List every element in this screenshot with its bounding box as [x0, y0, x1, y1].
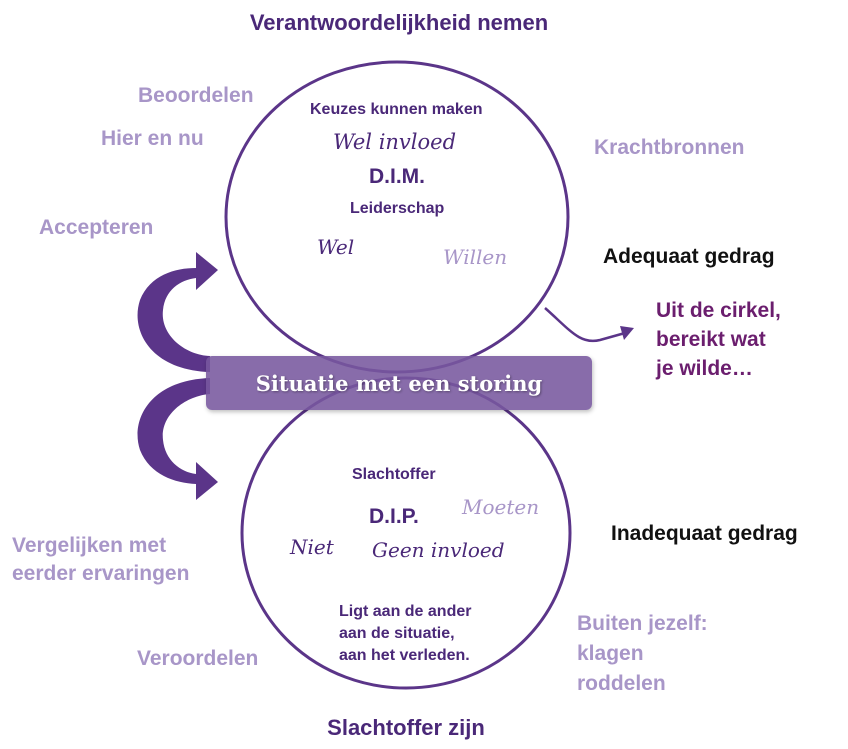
uit-de-cirkel-label: Uit de cirkel, bereikt wat je wilde… — [656, 296, 781, 383]
curved-arrow-up-icon — [137, 252, 218, 372]
buiten-jezelf-label: Buiten jezelf: klagen roddelen — [577, 609, 708, 699]
veroordelen-label: Veroordelen — [137, 647, 259, 670]
beoordelen-label: Beoordelen — [138, 84, 254, 107]
leiderschap-label: Leiderschap — [350, 200, 445, 217]
situatie-bar: Situatie met een storing — [206, 356, 592, 410]
buiten-line: Buiten jezelf: — [577, 612, 708, 635]
uit-line: Uit de cirkel, — [656, 299, 781, 322]
buiten-line: roddelen — [577, 672, 666, 695]
adequaat-label: Adequaat gedrag — [603, 245, 775, 268]
bottom-label: Slachtoffer zijn — [327, 715, 485, 740]
wel-label: Wel — [317, 235, 355, 259]
accepteren-label: Accepteren — [39, 216, 154, 239]
niet-label: Niet — [290, 535, 334, 559]
hier-en-nu-label: Hier en nu — [101, 127, 204, 150]
uit-line: je wilde… — [656, 357, 753, 380]
top-label: Verantwoordelijkheid nemen — [249, 10, 549, 35]
krachtbronnen-label: Krachtbronnen — [594, 136, 745, 159]
inadequaat-label: Inadequaat gedrag — [611, 522, 798, 545]
vergelijken-line: eerder ervaringen — [12, 562, 190, 585]
vergelijken-label: Vergelijken met eerder ervaringen — [12, 532, 189, 588]
exit-arrowhead-icon — [620, 326, 634, 340]
ligt-line: aan de situatie, — [339, 625, 455, 642]
curved-arrow-down-icon — [137, 378, 218, 500]
exit-arrow-icon — [544, 307, 626, 343]
ligt-aan-label: Ligt aan de ander aan de situatie, aan h… — [339, 601, 471, 667]
willen-label: Willen — [443, 245, 508, 269]
keuzes-label: Keuzes kunnen maken — [310, 101, 483, 118]
ligt-line: aan het verleden. — [339, 647, 470, 664]
uit-line: bereikt wat — [656, 328, 766, 351]
buiten-line: klagen — [577, 642, 644, 665]
slachtoffer-label: Slachtoffer — [352, 466, 436, 483]
geen-invloed-label: Geen invloed — [372, 538, 505, 562]
moeten-label: Moeten — [462, 495, 540, 519]
ligt-line: Ligt aan de ander — [339, 603, 472, 620]
dip-title: D.I.P. — [369, 505, 419, 528]
vergelijken-line: Vergelijken met — [12, 534, 167, 557]
wel-invloed-label: Wel invloed — [333, 130, 457, 154]
dim-title: D.I.M. — [369, 165, 425, 188]
